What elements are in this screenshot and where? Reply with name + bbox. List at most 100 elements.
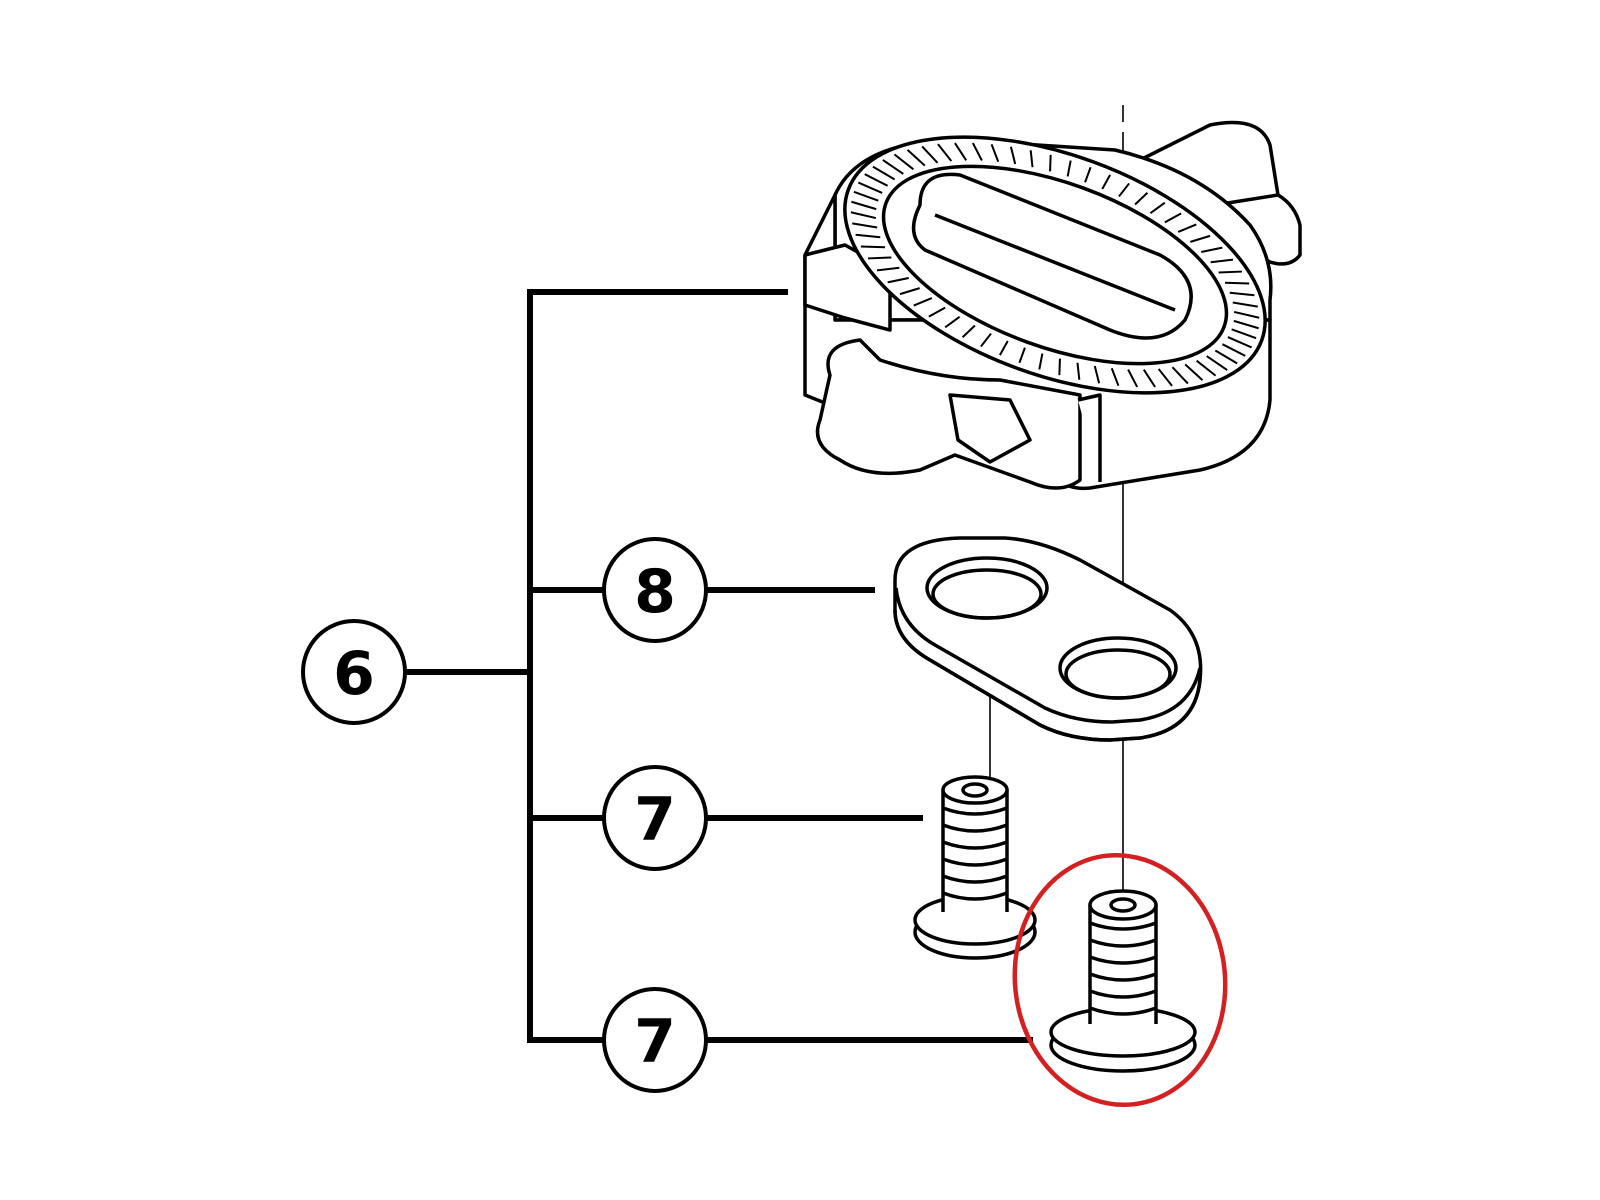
- callout-7a-label: 7: [634, 785, 676, 855]
- cleat-tooth: [850, 211, 877, 220]
- cleat-tooth: [887, 277, 909, 284]
- cleat-tooth: [860, 245, 886, 249]
- cleat-tooth: [937, 143, 953, 162]
- cleat-tooth: [876, 266, 900, 272]
- cleat-part: [803, 120, 1302, 491]
- cleat-tooth: [1201, 246, 1223, 253]
- spacer-hole-right-inner: [1064, 648, 1172, 700]
- callout-8-label: 8: [634, 557, 676, 627]
- cleat-tooth: [1233, 319, 1259, 330]
- bolt-right-socket: [1109, 897, 1137, 913]
- cleat-tooth: [1049, 154, 1052, 172]
- cleat-tooth: [1084, 166, 1092, 183]
- bolt-thread: [942, 806, 1008, 816]
- cleat-front-lobe: [815, 338, 1082, 490]
- bolt-thread: [942, 857, 1008, 867]
- cleat-tooth: [954, 142, 968, 161]
- cleat-tooth: [1231, 328, 1257, 340]
- cleat-tooth: [1206, 355, 1228, 371]
- cleat-tooth: [853, 190, 879, 202]
- callout-8[interactable]: 8: [602, 537, 708, 643]
- callout-7b-label: 7: [634, 1007, 676, 1077]
- cleat-tooth: [1009, 146, 1017, 165]
- cleat-tooth: [961, 324, 976, 338]
- cleat-tooth: [1066, 160, 1072, 177]
- cleat-tooth: [971, 142, 983, 161]
- cleat-teeth: [850, 142, 1260, 388]
- bolt-thread: [1089, 989, 1157, 999]
- cleat-tooth: [1029, 150, 1034, 168]
- cleat-tooth: [1214, 349, 1238, 365]
- cleat-tooth: [1221, 343, 1246, 357]
- bolt-left-socket: [961, 782, 989, 798]
- callout-6[interactable]: 6: [301, 619, 407, 725]
- cleat-tooth: [1210, 258, 1234, 264]
- cleat-tooth: [864, 173, 889, 187]
- spacer-plate-part: [893, 536, 1203, 742]
- bolt-left-top: [941, 775, 1009, 805]
- cleat-tooth: [1134, 192, 1149, 206]
- cleat-tooth: [1232, 301, 1258, 308]
- bolt-right-part: [1049, 889, 1197, 1073]
- callout-7-left-bolt[interactable]: 7: [602, 765, 708, 871]
- cleat-tooth: [1229, 291, 1255, 297]
- bolt-left-threads: [942, 806, 1008, 901]
- bolt-left-part: [913, 775, 1037, 960]
- cleat-tooth: [1171, 366, 1189, 385]
- cleat-corner-edge: [1077, 393, 1102, 482]
- cleat-tooth: [906, 149, 926, 167]
- cleat-slot-inner-edge: [934, 213, 1176, 312]
- cleat-tooth: [872, 165, 896, 181]
- cleat-tooth: [851, 200, 877, 211]
- bolt-thread: [942, 891, 1008, 901]
- bolt-right-threads: [1089, 921, 1157, 1016]
- bolt-thread: [1089, 1006, 1157, 1016]
- cleat-tooth: [1038, 353, 1044, 370]
- cleat-tooth: [1227, 336, 1253, 349]
- bolt-thread: [942, 840, 1008, 850]
- cleat-tooth: [1184, 363, 1204, 381]
- bolt-thread: [1089, 972, 1157, 982]
- leader-lines: [402, 289, 1033, 1043]
- callout-6-label: 6: [333, 639, 375, 709]
- cleat-tooth: [1076, 362, 1081, 380]
- cleat-tooth: [1157, 368, 1173, 387]
- cleat-tooth: [944, 315, 961, 329]
- cleat-tooth: [1142, 369, 1156, 388]
- spacer-plate-thickness: [893, 609, 1202, 742]
- spacer-plate-top-edge: [894, 587, 1202, 724]
- highlight-circle: [1012, 852, 1228, 1108]
- bolt-thread: [1089, 921, 1157, 931]
- cleat-tooth: [980, 332, 992, 348]
- cleat-tooth: [1118, 182, 1130, 198]
- cleat-tooth: [855, 233, 881, 239]
- cleat-tooth: [1218, 270, 1243, 274]
- cleat-tooth: [1110, 367, 1120, 387]
- cleat-tooth: [913, 297, 933, 307]
- cleat-center-slot: [911, 172, 1193, 340]
- cleat-tooth: [1195, 359, 1217, 377]
- cleat-tooth: [1093, 365, 1101, 384]
- cleat-tooth: [1127, 369, 1139, 388]
- cleat-tooth: [928, 306, 946, 318]
- cleat-tooth: [893, 153, 915, 171]
- cleat-tooth: [1164, 212, 1182, 224]
- cleat-tooth: [1190, 234, 1211, 243]
- bolt-thread: [942, 874, 1008, 884]
- cleat-tooth: [882, 159, 904, 175]
- bolt-right-top: [1088, 889, 1158, 921]
- bolt-thread: [1089, 955, 1157, 965]
- cleat-tooth: [1018, 347, 1026, 364]
- bolt-thread: [942, 823, 1008, 833]
- cleat-tooth: [867, 256, 892, 260]
- cleat-tooth: [899, 287, 920, 296]
- spacer-hole-left-inner: [931, 568, 1043, 620]
- bolt-thread: [1089, 938, 1157, 948]
- cleat-tooth: [1224, 281, 1250, 285]
- cleat-tooth: [1233, 310, 1260, 319]
- cleat-tooth: [921, 145, 939, 164]
- cleat-tooth: [990, 143, 1000, 163]
- cleat-tooth: [1058, 358, 1061, 376]
- callout-7-right-bolt[interactable]: 7: [602, 987, 708, 1093]
